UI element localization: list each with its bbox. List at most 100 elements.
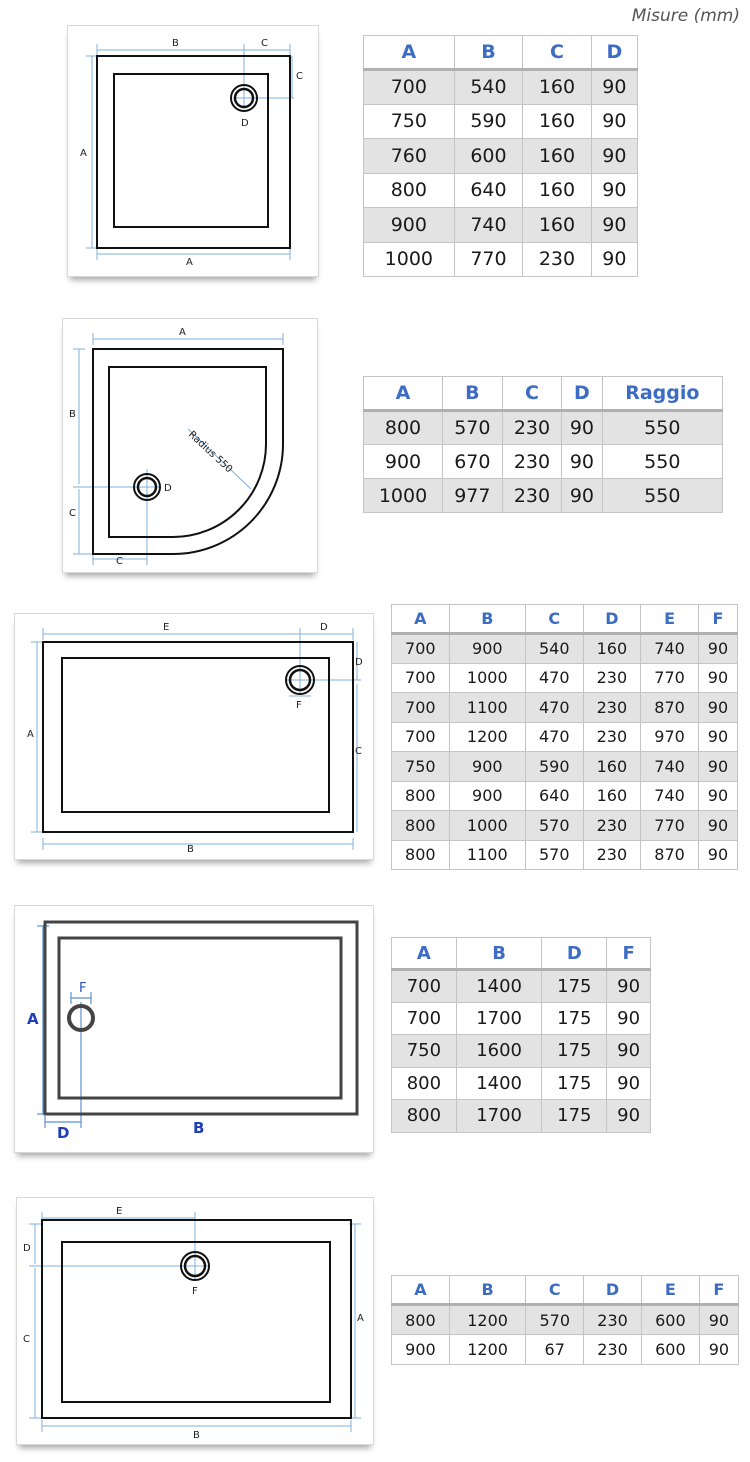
table-cell: 900 bbox=[391, 1334, 450, 1365]
table-cell: 900 bbox=[363, 207, 455, 243]
table-cell: 1100 bbox=[448, 839, 526, 870]
table-header-cell: D bbox=[583, 1275, 642, 1306]
table-cell: 175 bbox=[541, 1001, 608, 1035]
table-cell: 90 bbox=[606, 1001, 651, 1035]
dim-label-c: C bbox=[23, 1334, 30, 1345]
table-cell: 470 bbox=[524, 692, 584, 723]
table-cell: 750 bbox=[391, 751, 450, 782]
table-row: 700 1200 470 230 970 90 bbox=[391, 721, 739, 752]
dim-label-c: C bbox=[355, 746, 362, 757]
table-cell: 230 bbox=[501, 410, 563, 445]
dim-label-f: F bbox=[296, 700, 302, 711]
table-cell: 570 bbox=[524, 839, 584, 870]
table-cell: 90 bbox=[697, 662, 739, 693]
table-header-cell: F bbox=[698, 1275, 740, 1306]
table-cell: 90 bbox=[698, 1304, 740, 1335]
table-cell: 977 bbox=[442, 478, 503, 513]
table-cell: 700 bbox=[391, 692, 450, 723]
table-cell: 90 bbox=[590, 172, 639, 208]
quadrant-tray-diagram: A B C C D Radius 550 bbox=[62, 318, 318, 573]
table-cell: 90 bbox=[606, 969, 651, 1003]
dim-label-c-left: C bbox=[69, 508, 76, 519]
table-row: 800 1400 175 90 bbox=[391, 1066, 651, 1100]
dim-label-b: B bbox=[172, 38, 179, 49]
table-cell: 590 bbox=[453, 103, 524, 139]
table-cell: 550 bbox=[601, 410, 724, 445]
table-cell: 570 bbox=[525, 1304, 585, 1335]
table-cell: 700 bbox=[391, 721, 450, 752]
table-cell: 67 bbox=[525, 1334, 585, 1365]
table-header-cell: C bbox=[524, 604, 584, 635]
table-cell: 800 bbox=[391, 780, 450, 811]
table-cell: 230 bbox=[582, 810, 642, 841]
table-cell: 90 bbox=[590, 207, 639, 243]
table-cell: 640 bbox=[453, 172, 524, 208]
dim-label-a: A bbox=[357, 1313, 364, 1324]
table-header-cell: A bbox=[391, 604, 450, 635]
table-row: 760 600 160 90 bbox=[363, 138, 639, 174]
table-cell: 90 bbox=[561, 410, 603, 445]
table-cell: 90 bbox=[590, 138, 639, 174]
dim-label-a: A bbox=[27, 1010, 39, 1028]
table-cell: 870 bbox=[640, 839, 699, 870]
table-cell: 770 bbox=[453, 241, 524, 277]
table-cell: 740 bbox=[453, 207, 524, 243]
table-cell: 970 bbox=[640, 721, 699, 752]
table-header-cell: Raggio bbox=[601, 376, 724, 412]
table-header-cell: C bbox=[501, 376, 563, 412]
page-title: Misure (mm) bbox=[631, 6, 740, 26]
table-cell: 700 bbox=[363, 69, 455, 105]
table-cell: 570 bbox=[442, 410, 503, 445]
table-cell: 740 bbox=[640, 751, 699, 782]
table-cell: 1700 bbox=[455, 1099, 543, 1133]
table-cell: 1400 bbox=[455, 1066, 543, 1100]
table-row: 700 900 540 160 740 90 bbox=[391, 633, 739, 664]
dim-label-d-top: D bbox=[320, 622, 328, 633]
table-cell: 90 bbox=[561, 444, 603, 479]
table-row: 800 1200 570 230 600 90 bbox=[391, 1304, 740, 1335]
table-cell: 160 bbox=[522, 138, 592, 174]
table-cell: 230 bbox=[582, 662, 642, 693]
table-cell: 230 bbox=[522, 241, 592, 277]
table-cell: 600 bbox=[640, 1334, 700, 1365]
table-cell: 550 bbox=[601, 478, 724, 513]
table-cell: 90 bbox=[697, 721, 739, 752]
table-row: 750 590 160 90 bbox=[363, 103, 639, 139]
table-cell: 900 bbox=[448, 751, 526, 782]
table-row: 750 1600 175 90 bbox=[391, 1034, 651, 1068]
table-cell: 90 bbox=[606, 1066, 651, 1100]
table-header-cell: C bbox=[525, 1275, 585, 1306]
table-cell: 90 bbox=[606, 1099, 651, 1133]
table-row: 900 1200 67 230 600 90 bbox=[391, 1334, 740, 1365]
table-cell: 570 bbox=[524, 810, 584, 841]
table-row: 750 900 590 160 740 90 bbox=[391, 751, 739, 782]
table-cell: 1000 bbox=[363, 478, 443, 513]
dim-label-a-bottom: A bbox=[186, 257, 193, 268]
table-cell: 90 bbox=[697, 780, 739, 811]
table-cell: 90 bbox=[590, 103, 639, 139]
table-header-cell: E bbox=[640, 604, 699, 635]
table-cell: 175 bbox=[541, 969, 608, 1003]
table-header-cell: D bbox=[541, 937, 608, 971]
table-cell: 1700 bbox=[455, 1001, 543, 1035]
table-header-cell: A bbox=[391, 1275, 450, 1306]
table-cell: 740 bbox=[640, 633, 699, 664]
dimensions-table-4: A B D F 700 1400 175 90 700 1700 175 90 … bbox=[391, 937, 651, 1133]
radius-label: Radius 550 bbox=[186, 429, 234, 475]
table-cell: 900 bbox=[363, 444, 443, 479]
dim-label-b: B bbox=[193, 1119, 204, 1137]
table-cell: 160 bbox=[522, 103, 592, 139]
dim-label-d-right: D bbox=[355, 657, 363, 668]
table-cell: 770 bbox=[640, 810, 699, 841]
table-cell: 670 bbox=[442, 444, 503, 479]
table-row: 1000 977 230 90 550 bbox=[363, 478, 724, 513]
table-header-cell: E bbox=[640, 1275, 700, 1306]
table-cell: 160 bbox=[582, 780, 642, 811]
table-row: 800 900 640 160 740 90 bbox=[391, 780, 739, 811]
dim-label-f: F bbox=[79, 981, 86, 996]
dimensions-table-2: A B C D Raggio 800 570 230 90 550 900 67… bbox=[363, 376, 724, 513]
dim-label-a: A bbox=[179, 327, 186, 338]
dim-label-d: D bbox=[164, 483, 172, 494]
table-cell: 1200 bbox=[448, 721, 526, 752]
dim-label-b: B bbox=[69, 409, 76, 420]
